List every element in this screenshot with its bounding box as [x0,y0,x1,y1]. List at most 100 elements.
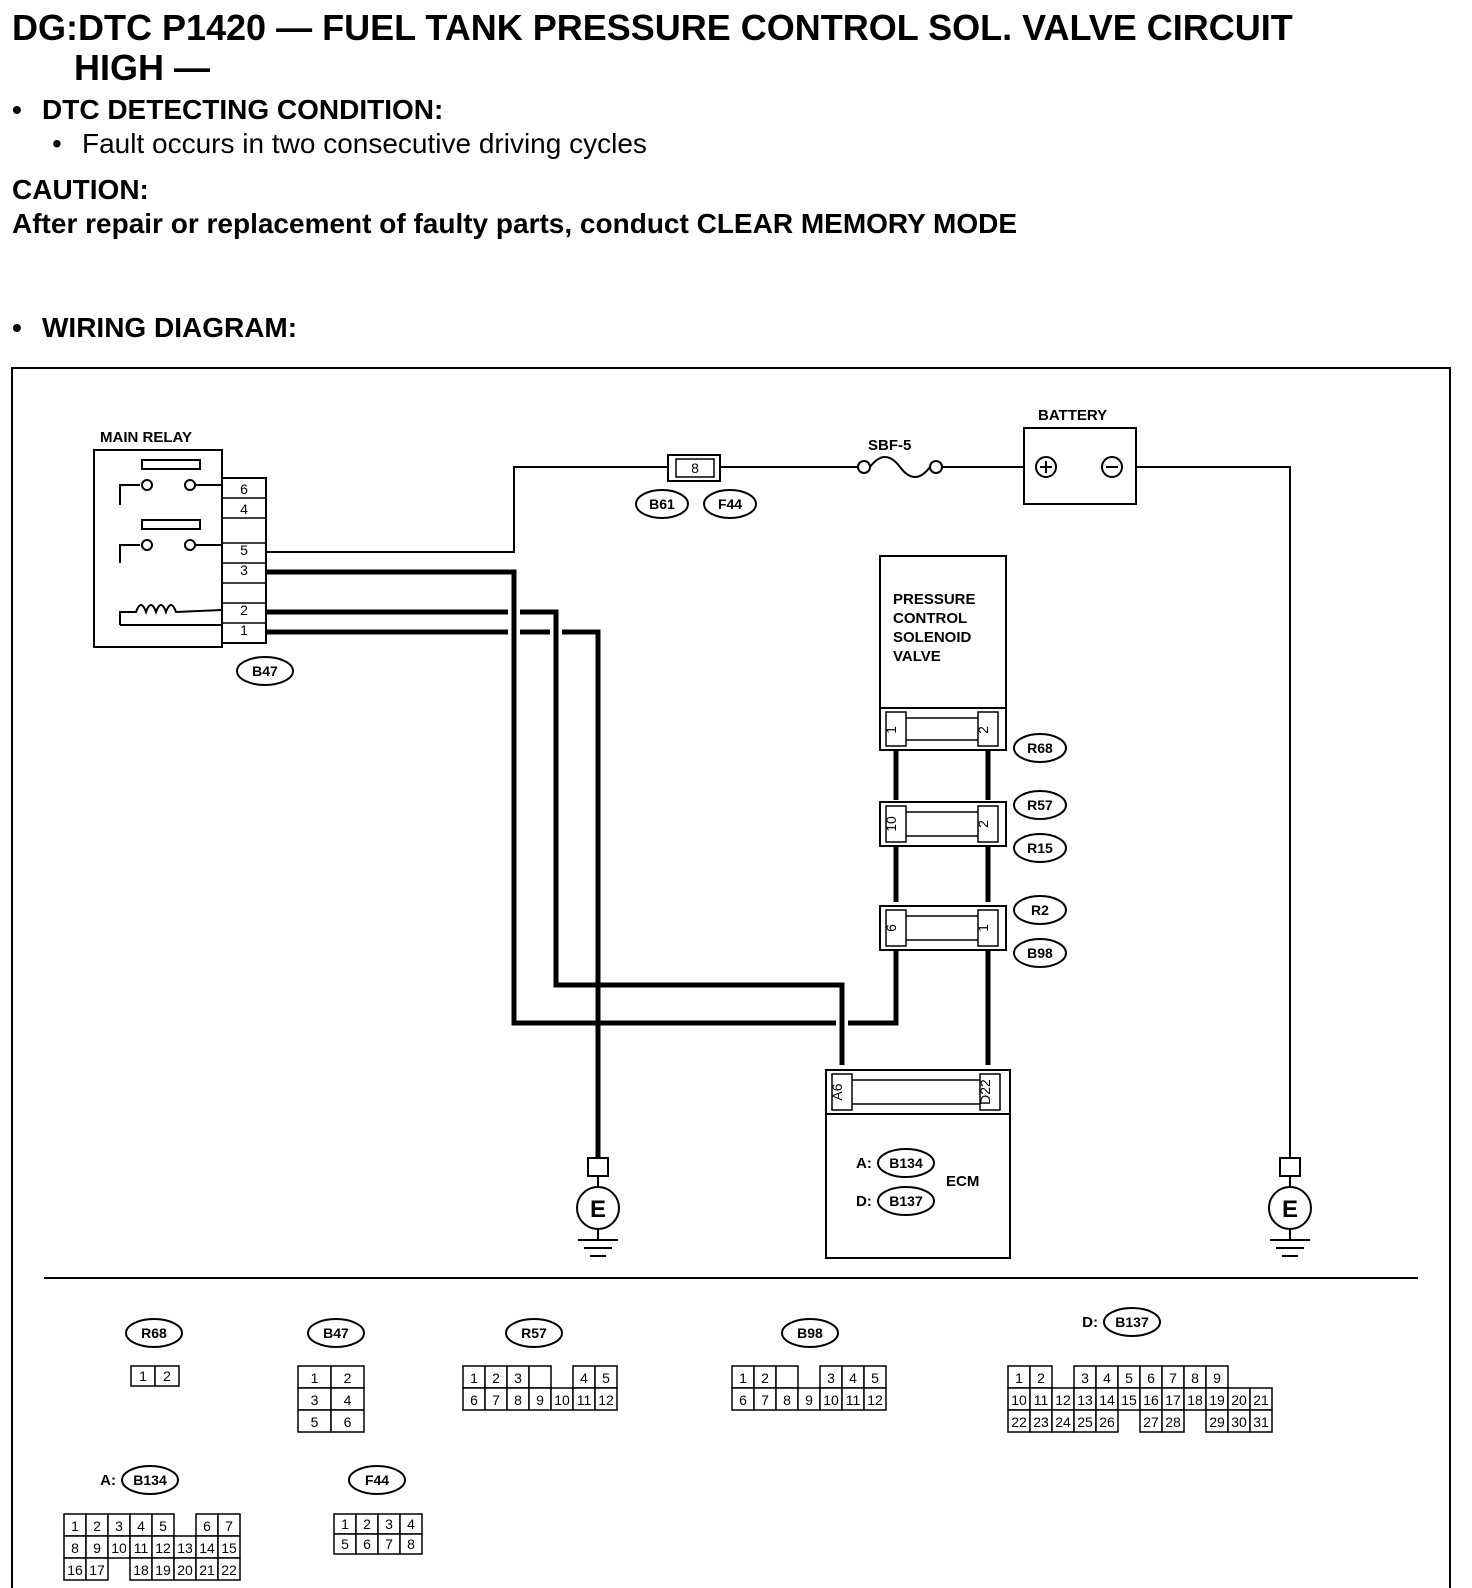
page-title: DG:DTC P1420 — FUEL TANK PRESSURE CONTRO… [12,8,1452,88]
b134-badge [121,1465,179,1495]
connector-pin: 18 [133,1562,149,1578]
connector-pin: 16 [1143,1392,1159,1408]
connector-pin: 9 [93,1540,101,1556]
detecting-heading: DTC DETECTING CONDITION: [42,94,444,125]
connector-pin: 21 [199,1562,215,1578]
connector-pin: 8 [783,1392,791,1408]
ground-label-2: E [1282,1196,1298,1223]
connector-pin: 4 [137,1518,145,1534]
r57-label: R57 [1027,797,1053,813]
connector-cell [1161,1409,1185,1433]
ecm-pin-d22: D22 [977,1079,993,1105]
connector-pin: 7 [492,1392,500,1408]
r57-pin-10: 10 [883,816,899,832]
connector-pin: 2 [1037,1370,1045,1386]
connector-pin: 15 [221,1540,237,1556]
ground-label-1: E [590,1196,606,1223]
connector-pin: 10 [823,1392,839,1408]
relay-pin-3: 3 [240,562,248,578]
connector-pin: 8 [71,1540,79,1556]
r57-badge-label: R57 [521,1325,547,1341]
battery-label: BATTERY [1038,407,1107,424]
relay-pin-6: 6 [240,481,248,497]
connector-pin: 11 [134,1540,149,1556]
connector-pin: 26 [1099,1414,1115,1430]
connector-pin: 13 [1077,1392,1093,1408]
connector-pin: 8 [1191,1370,1199,1386]
connector-pin: 6 [470,1392,478,1408]
b134-badge-label: B134 [133,1472,167,1488]
connector-pin: 7 [1169,1370,1177,1386]
connector-pin: 5 [341,1536,349,1552]
connector-pin: 12 [598,1392,614,1408]
r68-pin-2: 2 [975,726,991,734]
connector-cell [528,1365,552,1389]
connector-pin: 4 [344,1392,352,1408]
r68-label: R68 [1027,740,1053,756]
ecm-box [825,1113,1011,1259]
caution-text: After repair or replacement of faulty pa… [12,208,1018,239]
relay-pin-4: 4 [240,501,248,517]
connector-pin: 20 [177,1562,193,1578]
connector-cell [775,1365,799,1389]
connector-pin: 1 [71,1518,79,1534]
fuse-pin-8: 8 [691,460,699,476]
connector-pin: 5 [1125,1370,1133,1386]
connector-pin: 12 [867,1392,883,1408]
r2-b98-connector: 6 1 [879,905,1007,951]
connector-cell [217,1557,241,1581]
connector-pin: 2 [93,1518,101,1534]
connector-pin: 1 [1015,1370,1023,1386]
connector-cell [863,1387,887,1411]
connector-pin: 14 [1099,1392,1115,1408]
sbf-label: SBF-5 [868,437,911,454]
connector-pin: 3 [311,1392,319,1408]
valve-line-2: CONTROL [893,610,967,627]
sub-bullet-icon: • [52,128,62,159]
b98-badge [781,1318,839,1348]
b134-prefix: A: [100,1472,116,1489]
ground-icon [576,1157,620,1257]
b137-badge-label: B137 [1115,1314,1149,1330]
main-relay-label: MAIN RELAY [100,429,192,446]
ecm-connector: A6 D22 [825,1069,1011,1115]
f44-label: F44 [718,496,742,512]
connector-cell [594,1387,618,1411]
wire-crossing-gaps [508,607,848,1028]
connector-pin: 7 [225,1518,233,1534]
connector-pin: 15 [1121,1392,1137,1408]
r68-badge-label: R68 [141,1325,167,1341]
connector-pin: 12 [1055,1392,1071,1408]
diagram-frame [11,367,1451,1588]
connector-pin: 6 [363,1536,371,1552]
connector-cell [399,1533,423,1555]
valve-line-1: PRESSURE [893,591,976,608]
connector-pin: 4 [407,1516,415,1532]
connector-pin: 28 [1165,1414,1181,1430]
r2-pin-1: 1 [975,924,991,932]
connector-pin: 19 [1209,1392,1225,1408]
connector-pin: 10 [111,1540,127,1556]
connector-pin: 17 [89,1562,105,1578]
b47-badge [307,1318,365,1348]
connector-pin: 1 [739,1370,747,1386]
connector-pin: 8 [407,1536,415,1552]
connector-pin: 24 [1055,1414,1071,1430]
connector-pin: 5 [159,1518,167,1534]
connector-pin: 25 [1077,1414,1093,1430]
b137-badge [1103,1307,1161,1337]
connector-cell [330,1409,365,1433]
connector-pin: 5 [871,1370,879,1386]
connector-pin: 17 [1165,1392,1181,1408]
connector-pin: 4 [1103,1370,1111,1386]
connector-pin: 23 [1033,1414,1049,1430]
connector-pin: 6 [344,1414,352,1430]
connector-pin: 8 [514,1392,522,1408]
bullet-icon: • [12,94,22,125]
wire-battery-ground [1136,466,1291,1158]
